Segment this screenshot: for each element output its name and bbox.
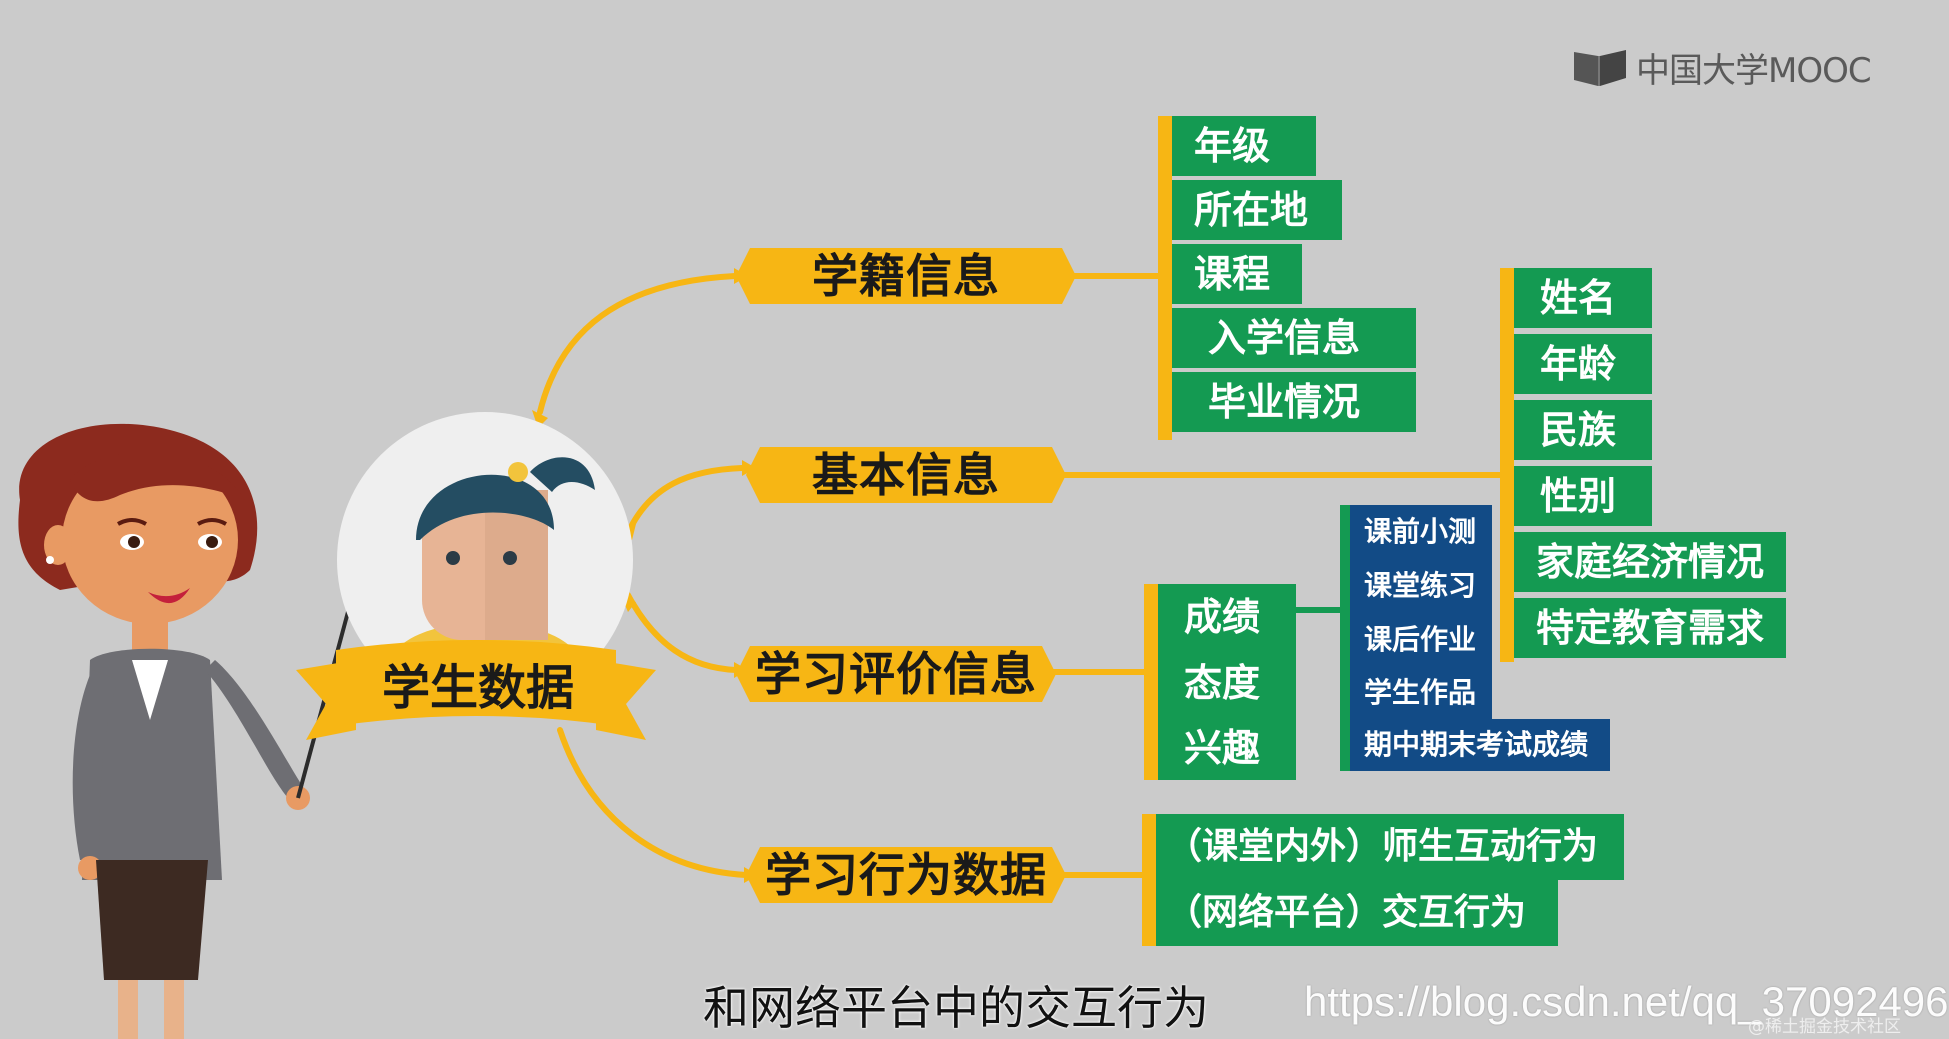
jiben-item: 特定教育需求 [1514, 598, 1786, 658]
branch-label-jiben: 基本信息 [746, 447, 1066, 503]
central-label: 学生数据 [381, 660, 574, 716]
xueji-item: 年级 [1172, 116, 1316, 176]
pingjia-item: 态度 [1158, 650, 1296, 716]
sub-item: 课后作业 [1350, 613, 1492, 667]
video-subtitle: 和网络平台中的交互行为 [703, 981, 1209, 1035]
logo-text: 中国大学MOOC [1636, 50, 1872, 91]
sub-item: 学生作品 [1350, 667, 1492, 719]
teacher-illustration [18, 423, 372, 1039]
xingwei-item: （课堂内外）师生互动行为 [1156, 814, 1624, 880]
branch-label-xingwei: 学习行为数据 [746, 847, 1066, 903]
mooc-logo: 中国大学MOOC [1572, 46, 1872, 91]
connector-pingjia [625, 592, 739, 673]
xueji-item: 毕业情况 [1172, 372, 1416, 432]
branch-label-pingjia: 学习评价信息 [736, 646, 1056, 702]
jiben-item: 姓名 [1514, 268, 1652, 328]
blog-watermark: https://blog.csdn.net/qq_37092496 [1304, 978, 1949, 1025]
connector-jiben [625, 465, 745, 536]
student-avatar [337, 412, 633, 708]
xueji-items: 年级 所在地 课程 入学信息 毕业情况 [1158, 116, 1416, 440]
xingwei-items: （课堂内外）师生互动行为 （网络平台）交互行为 [1142, 814, 1632, 946]
connector-xingwei [557, 727, 749, 878]
book-logo-icon [1574, 50, 1626, 86]
arrow-center-top [532, 410, 548, 428]
pingjia-items: 成绩 态度 兴趣 [1144, 584, 1296, 780]
xueji-item: 课程 [1172, 244, 1302, 304]
sub-item: 课堂练习 [1350, 559, 1492, 613]
community-watermark: @稀土掘金技术社区 [1748, 1017, 1901, 1037]
sub-item: 期中期末考试成绩 [1350, 719, 1610, 771]
branch-label-xueji: 学籍信息 [736, 248, 1076, 304]
jiben-item: 年龄 [1514, 334, 1652, 394]
jiben-item: 家庭经济情况 [1514, 532, 1786, 592]
jiben-item: 民族 [1514, 400, 1652, 460]
xueji-item: 入学信息 [1172, 308, 1416, 368]
connector-xueji [537, 273, 738, 415]
xingwei-item: （网络平台）交互行为 [1156, 880, 1558, 946]
pingjia-item: 兴趣 [1158, 716, 1296, 780]
pingjia-item: 成绩 [1158, 584, 1296, 650]
jiben-items: 姓名 年龄 民族 性别 家庭经济情况 特定教育需求 [1500, 268, 1790, 662]
jiben-item: 性别 [1514, 466, 1652, 526]
central-ribbon [296, 640, 656, 740]
pingjia-sub-items: 课前小测 课堂练习 课后作业 学生作品 期中期末考试成绩 [1340, 505, 1610, 771]
xueji-item: 所在地 [1172, 180, 1342, 240]
sub-item: 课前小测 [1350, 505, 1492, 559]
